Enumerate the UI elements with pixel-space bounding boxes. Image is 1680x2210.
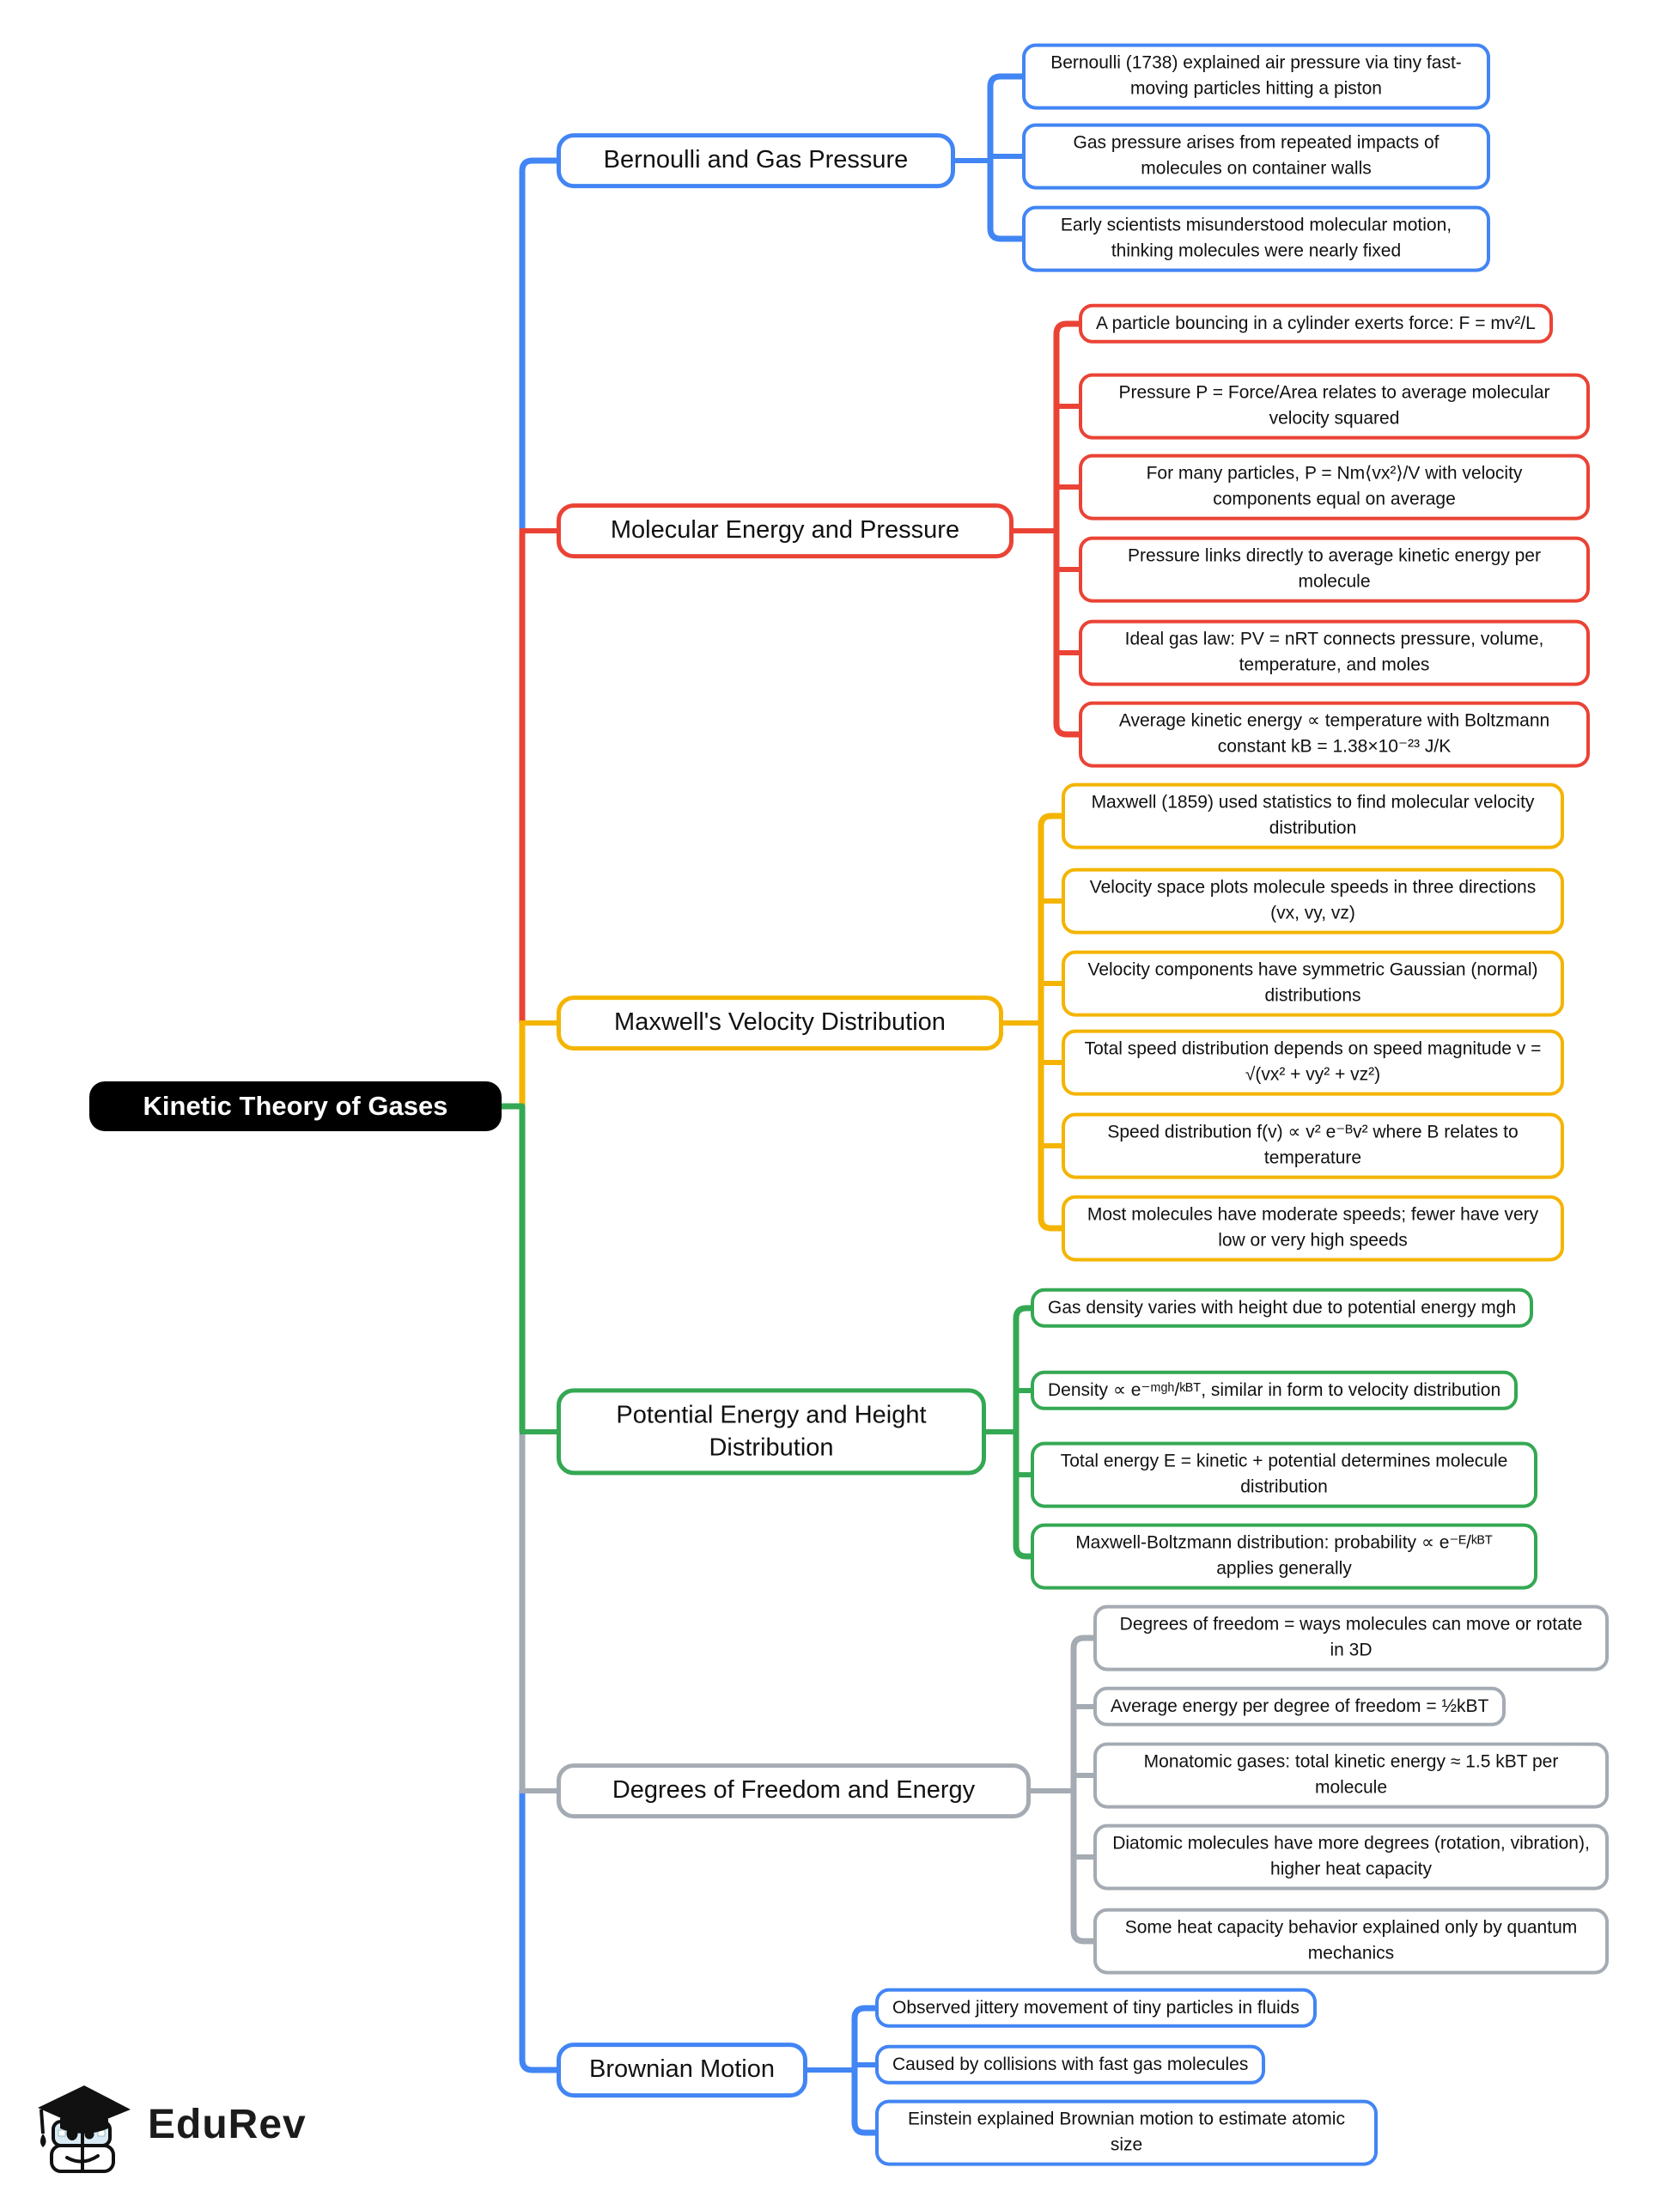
leaf-node-brownian-2: Caused by collisions with fast gas molec… [875,2044,1266,2085]
edurev-logo-text: EduRev [148,2101,307,2147]
leaf-node-molecular-energy-1: A particle bouncing in a cylinder exerts… [1079,303,1553,344]
branch-node-maxwell: Maxwell's Velocity Distribution [557,995,1003,1050]
leaf-node-brownian-3: Einstein explained Brownian motion to es… [875,2099,1378,2166]
leaf-node-molecular-energy-4: Pressure links directly to average kinet… [1079,536,1590,603]
branch-node-bernoulli: Bernoulli and Gas Pressure [557,133,955,188]
branch-node-molecular-energy: Molecular Energy and Pressure [557,503,1013,558]
leaf-node-bernoulli-1: Bernoulli (1738) explained air pressure … [1022,43,1490,110]
leaf-node-potential-height-3: Total energy E = kinetic + potential det… [1031,1441,1537,1508]
leaf-node-maxwell-6: Most molecules have moderate speeds; few… [1062,1195,1564,1262]
leaf-node-degrees-freedom-5: Some heat capacity behavior explained on… [1093,1908,1609,1975]
leaf-node-maxwell-5: Speed distribution f(v) ∝ v² e⁻ᴮv² where… [1062,1112,1564,1179]
root-node: Kinetic Theory of Gases [89,1081,502,1131]
leaf-node-potential-height-4: Maxwell-Boltzmann distribution: probabil… [1031,1523,1537,1590]
branch-node-potential-height: Potential Energy and Height Distribution [557,1388,986,1476]
leaf-node-brownian-1: Observed jittery movement of tiny partic… [875,1988,1317,2029]
leaf-node-degrees-freedom-3: Monatomic gases: total kinetic energy ≈ … [1093,1742,1609,1809]
leaf-node-molecular-energy-6: Average kinetic energy ∝ temperature wit… [1079,701,1590,768]
leaf-node-degrees-freedom-2: Average energy per degree of freedom = ½… [1093,1686,1507,1727]
leaf-node-maxwell-1: Maxwell (1859) used statistics to find m… [1062,782,1564,849]
leaf-node-degrees-freedom-1: Degrees of freedom = ways molecules can … [1093,1604,1609,1671]
leaf-node-maxwell-4: Total speed distribution depends on spee… [1062,1029,1564,1096]
leaf-node-molecular-energy-2: Pressure P = Force/Area relates to avera… [1079,373,1590,440]
edurev-mascot-icon [38,2085,131,2173]
leaf-node-potential-height-2: Density ∝ e⁻ᵐᵍʰ/ᵏᴮᵀ, similar in form to … [1031,1370,1519,1411]
leaf-node-bernoulli-3: Early scientists misunderstood molecular… [1022,205,1490,272]
leaf-node-bernoulli-2: Gas pressure arises from repeated impact… [1022,123,1490,190]
leaf-node-potential-height-1: Gas density varies with height due to po… [1031,1288,1534,1329]
leaf-node-molecular-energy-5: Ideal gas law: PV = nRT connects pressur… [1079,619,1590,686]
leaf-node-maxwell-2: Velocity space plots molecule speeds in … [1062,868,1564,935]
leaf-node-molecular-energy-3: For many particles, P = Nm⟨vx²⟩/V with v… [1079,454,1590,521]
branch-node-brownian: Brownian Motion [557,2043,807,2097]
branch-node-degrees-freedom: Degrees of Freedom and Energy [557,1763,1031,1818]
leaf-node-degrees-freedom-4: Diatomic molecules have more degrees (ro… [1093,1823,1609,1890]
leaf-node-maxwell-3: Velocity components have symmetric Gauss… [1062,950,1564,1017]
edurev-logo: EduRev [31,2060,307,2189]
